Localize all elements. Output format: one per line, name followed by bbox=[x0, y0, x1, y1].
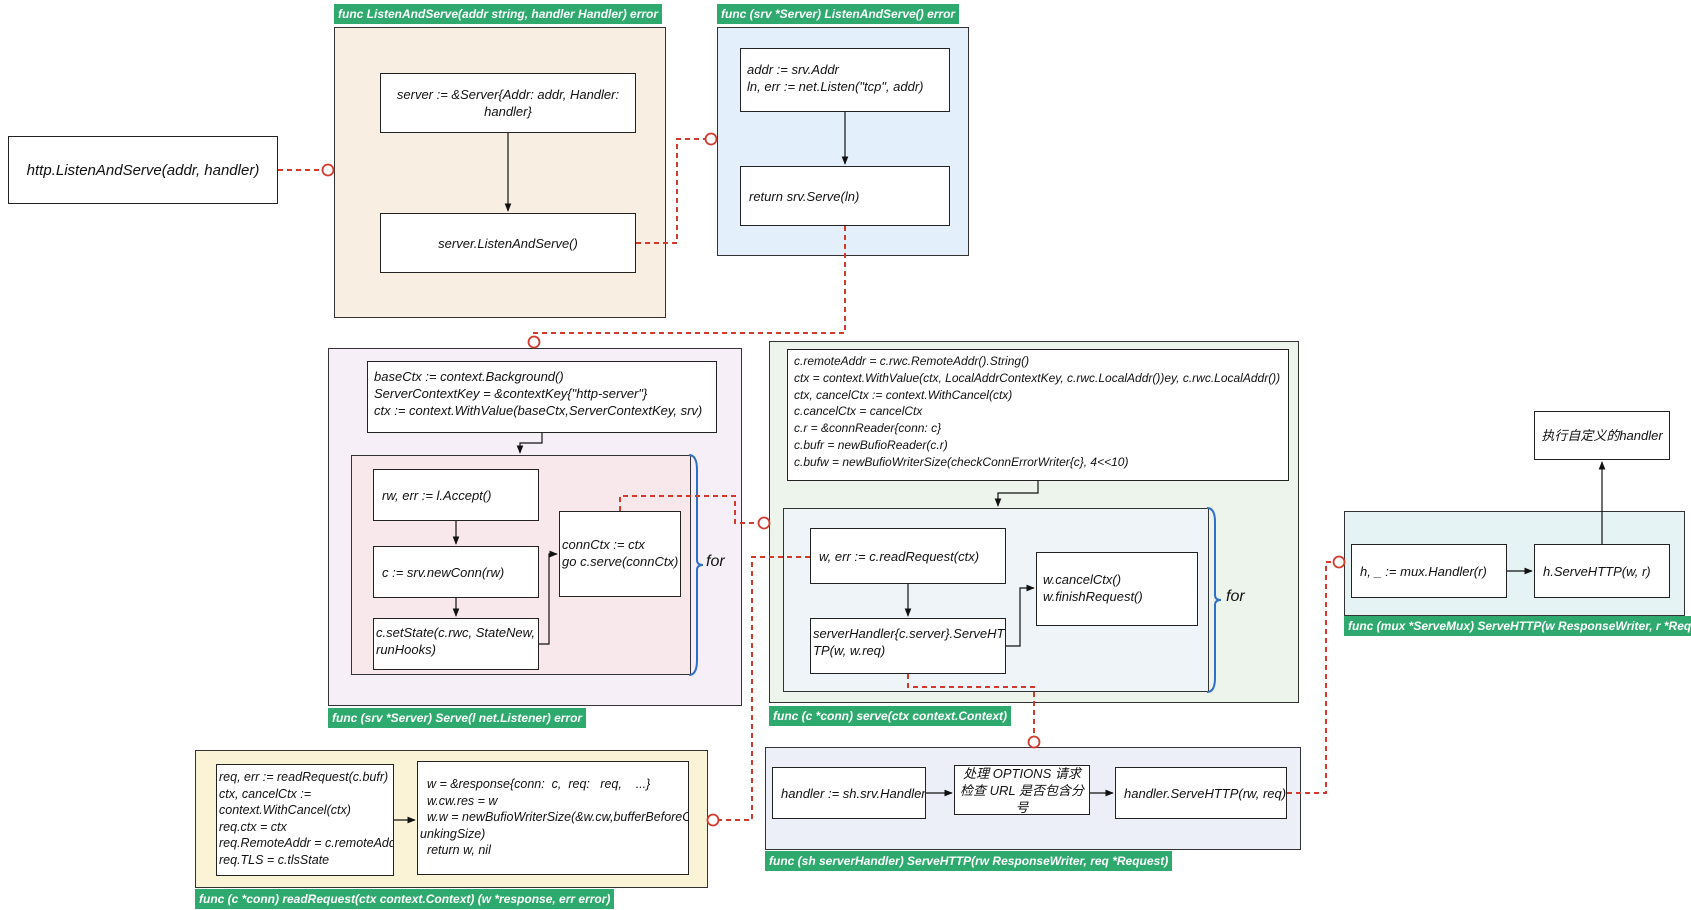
return-serve-box: return srv.Serve(ln) bbox=[740, 166, 950, 226]
entry-call-box: http.ListenAndServe(addr, handler) bbox=[8, 136, 278, 204]
listen-and-serve-frame bbox=[334, 27, 666, 318]
port-serve bbox=[527, 335, 541, 349]
read-request-box: w, err := c.readRequest(ctx) bbox=[810, 528, 1006, 584]
new-response-box: w = &response{conn: c, req: req, ...} w.… bbox=[417, 761, 689, 875]
conn-serve-tag: func (c *conn) serve(ctx context.Context… bbox=[769, 706, 1012, 726]
handler-serve-http-box: handler.ServeHTTP(rw, req) bbox=[1115, 767, 1287, 819]
new-server-box: server := &Server{Addr: addr, Handler: h… bbox=[380, 73, 636, 133]
new-conn-box: c := srv.newConn(rw) bbox=[373, 546, 539, 598]
set-state-box: c.setState(c.rwc, StateNew, runHooks) bbox=[373, 618, 539, 670]
server-handler-serve-box: serverHandler{c.server}.ServeHT TP(w, w.… bbox=[810, 618, 1006, 674]
conn-loop-for-label: for bbox=[1226, 588, 1245, 605]
port-srv-listen bbox=[704, 132, 718, 146]
serve-loop-for-label: for bbox=[706, 553, 725, 570]
srv-serve-tag: func (srv *Server) Serve(l net.Listener)… bbox=[328, 708, 587, 728]
port-mux bbox=[1332, 555, 1346, 569]
read-request-tag: func (c *conn) readRequest(ctx context.C… bbox=[195, 889, 615, 909]
mux-handler-box: h, _ := mux.Handler(r) bbox=[1351, 544, 1507, 598]
server-listen-and-serve-box: server.ListenAndServe() bbox=[380, 213, 636, 273]
port-conn-serve bbox=[757, 516, 771, 530]
parse-request-box: req, err := readRequest(c.bufr) ctx, can… bbox=[216, 764, 394, 876]
port-read-request bbox=[706, 813, 720, 827]
port-server-handler bbox=[1027, 735, 1041, 749]
custom-handler-box: 执行自定义的handler bbox=[1534, 411, 1670, 460]
srv-listen-and-serve-tag: func (srv *Server) ListenAndServe() erro… bbox=[717, 4, 960, 24]
sh-handler-box: handler := sh.srv.Handler bbox=[772, 767, 926, 819]
port-listen bbox=[321, 163, 335, 177]
listen-and-serve-tag: func ListenAndServe(addr string, handler… bbox=[334, 4, 663, 24]
accept-box: rw, err := l.Accept() bbox=[373, 469, 539, 521]
base-ctx-box: baseCtx := context.Background() ServerCo… bbox=[367, 361, 717, 433]
cancel-ctx-box: w.cancelCtx() w.finishRequest() bbox=[1036, 552, 1198, 626]
options-check-box: 处理 OPTIONS 请求 检查 URL 是否包含分号 bbox=[954, 765, 1090, 815]
h-serve-http-box: h.ServeHTTP(w, r) bbox=[1534, 544, 1670, 598]
conn-ctx-box: connCtx := ctx go c.serve(connCtx) bbox=[559, 511, 681, 597]
mux-serve-http-tag: func (mux *ServeMux) ServeHTTP(w Respons… bbox=[1344, 616, 1691, 636]
conn-init-box: c.remoteAddr = c.rwc.RemoteAddr().String… bbox=[787, 349, 1289, 481]
net-listen-box: addr := srv.Addr ln, err := net.Listen("… bbox=[740, 48, 950, 112]
server-handler-tag: func (sh serverHandler) ServeHTTP(rw Res… bbox=[765, 851, 1173, 871]
